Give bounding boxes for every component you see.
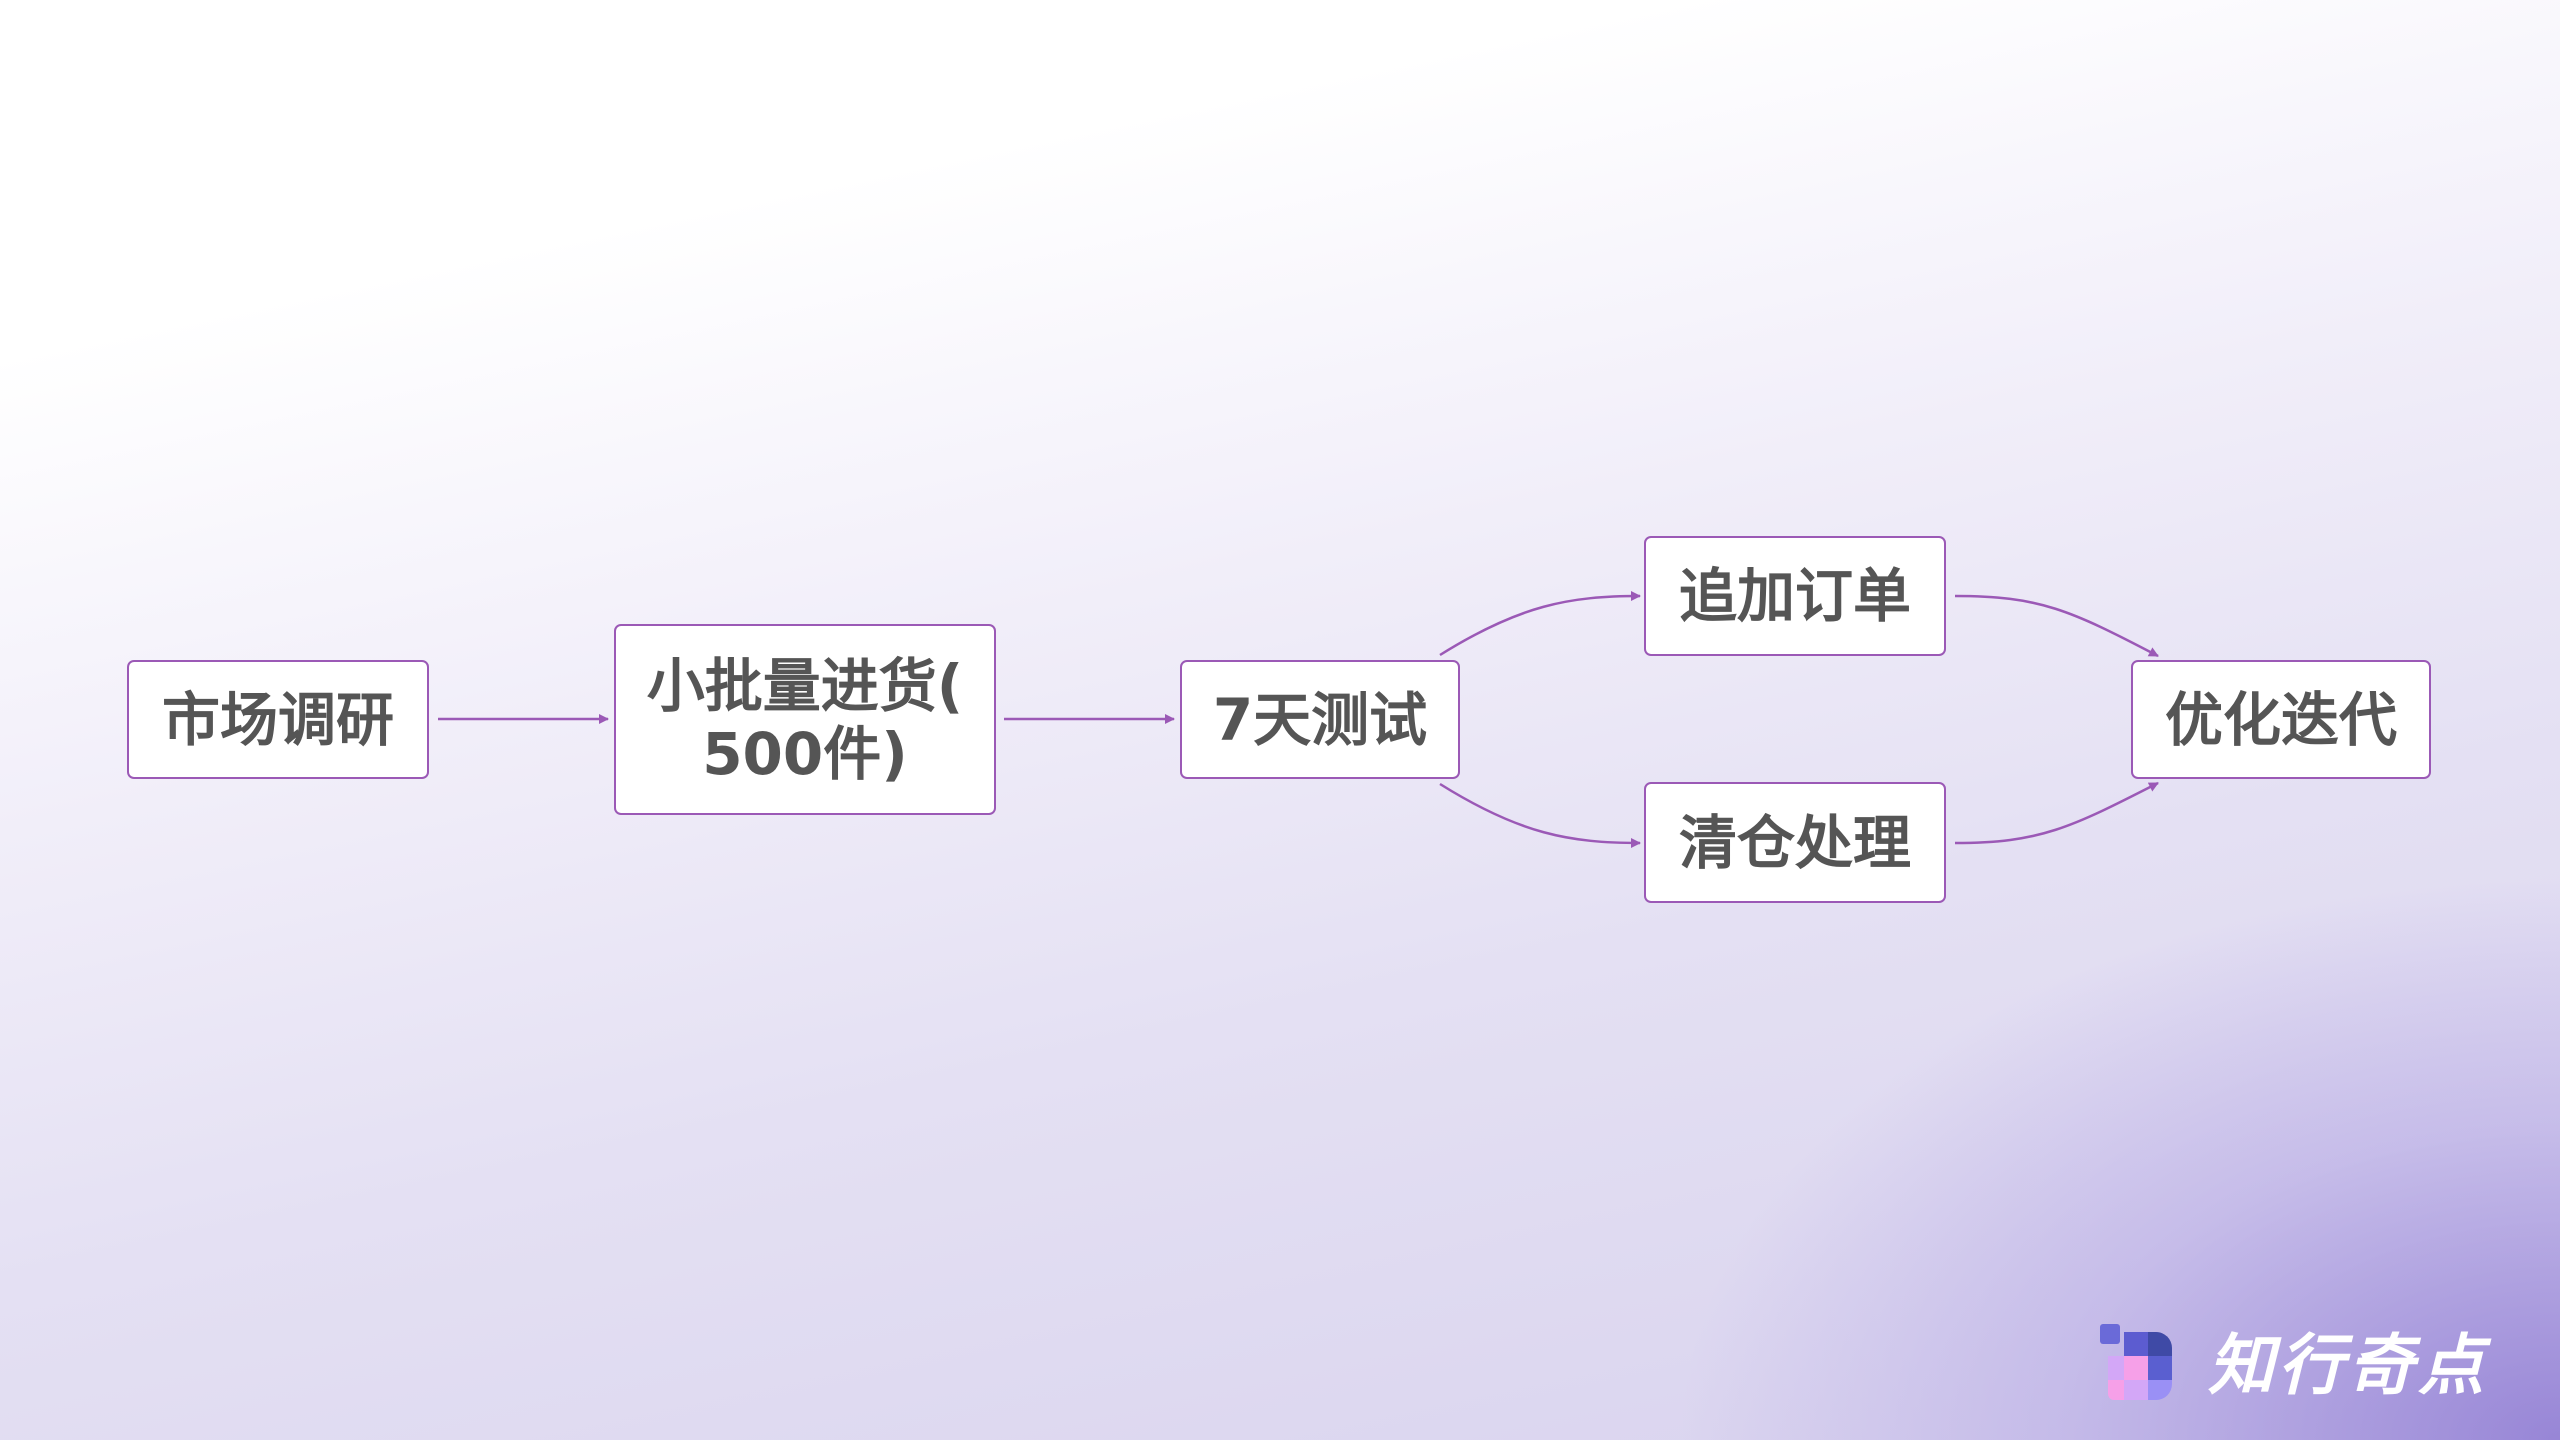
edge-test-to-clearance — [1439, 782, 1641, 848]
edge-clearance-to-optimize — [1954, 781, 2159, 845]
node-market-research: 市场调研 — [127, 660, 429, 779]
brand-logo: 知行奇点 — [2100, 1310, 2488, 1410]
node-label-line1: 小批量进货( — [646, 651, 964, 720]
node-optimize-iterate: 优化迭代 — [2131, 660, 2431, 779]
pixel-square-logo-icon — [2100, 1324, 2172, 1400]
edge-reorder-to-optimize — [1954, 594, 2159, 658]
edge-test-to-reorder — [1439, 591, 1641, 657]
node-small-batch-purchase: 小批量进货( 500件) — [614, 624, 996, 815]
node-label: 7天测试 — [1212, 685, 1428, 754]
brand-name: 知行奇点 — [2208, 1327, 2488, 1404]
node-label: 市场调研 — [161, 685, 394, 754]
node-reorder: 追加订单 — [1644, 536, 1946, 656]
node-label: 清仓处理 — [1678, 808, 1911, 877]
node-label-line2: 500件) — [702, 719, 908, 788]
node-label: 优化迭代 — [2164, 685, 2397, 754]
node-7-day-test: 7天测试 — [1180, 660, 1460, 779]
node-label: 追加订单 — [1678, 562, 1911, 630]
node-clearance: 清仓处理 — [1644, 782, 1946, 903]
